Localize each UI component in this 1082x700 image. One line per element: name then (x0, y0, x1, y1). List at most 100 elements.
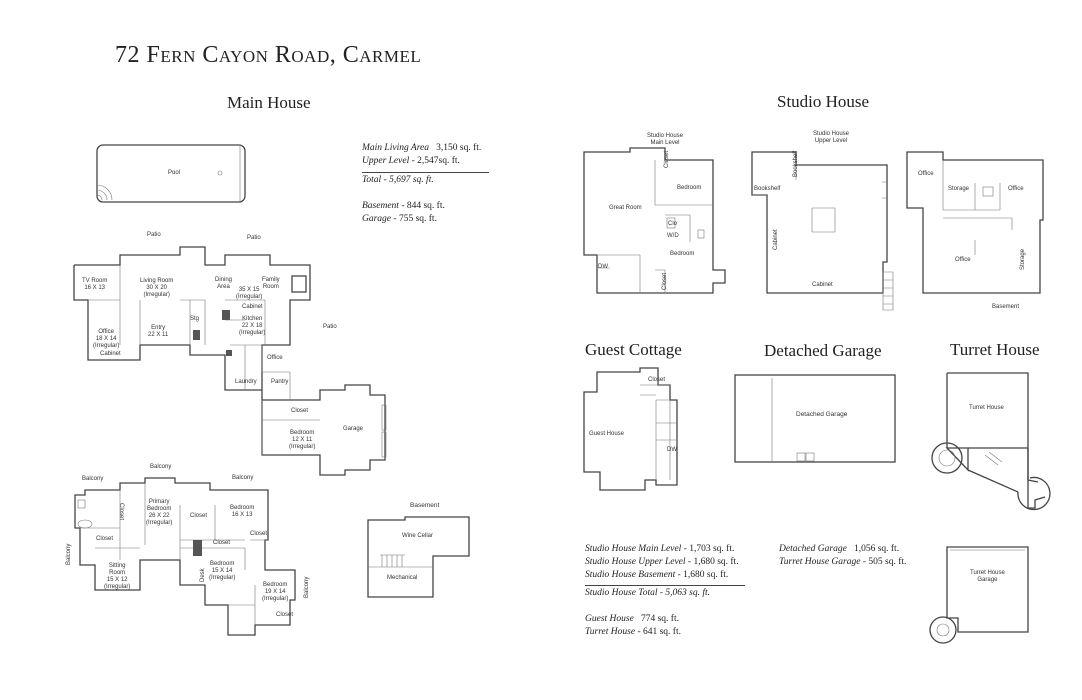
detached-garage-fixture (796, 452, 806, 462)
fireplace (291, 275, 307, 293)
balcony-label: Balcony (150, 464, 172, 470)
basement-title: Basement (410, 502, 440, 509)
studio-upper-stat: Studio House Upper Level - 1,680 sq. ft. (585, 556, 739, 567)
turret-garage-stat: Turret House Garage - 505 sq. ft. (779, 556, 907, 567)
detached-garage-stat: Detached Garage 1,056 sq. ft. (779, 544, 900, 554)
detached-garage-outline (734, 374, 896, 463)
closet-label: Closet (96, 536, 114, 542)
detached-garage-label: Detached Garage (796, 411, 848, 418)
turret-garage-outline (946, 546, 1029, 633)
studio-basement-walls (942, 160, 1013, 255)
main-stats: Main Living Area 3,150 sq. ft. Upper Lev… (362, 142, 481, 168)
balcony-label: Balcony (66, 543, 72, 565)
basement-outline (367, 516, 470, 598)
turret-house-heading: Turret House (950, 340, 1040, 359)
pantry-label: Pantry (271, 379, 289, 385)
pool-label: Pool (168, 170, 181, 176)
studio-basement-stat: Studio House Basement - 1,680 sq. ft. (585, 569, 729, 580)
storage-label: Storage (1020, 248, 1026, 270)
upper-level-stat: Upper Level - 2,547sq. ft. (362, 155, 460, 166)
main-house-heading: Main House (227, 93, 311, 112)
patio-label: Patio (147, 232, 161, 238)
tub (77, 519, 93, 529)
dishwasher-label: DW (598, 264, 608, 270)
closet-label: Closet (250, 531, 268, 537)
mechanical-label: Mechanical (387, 575, 418, 581)
guest-cottage-outline (583, 367, 678, 491)
guest-house-stat: Guest House 774 sq. ft. (585, 614, 679, 624)
stair-marker-2 (222, 310, 230, 320)
studio-stats-divider (585, 585, 745, 586)
turret-garage-stair (929, 616, 957, 644)
page-title: 72 Fern Cayon Road, Carmel (115, 42, 422, 68)
cabinet-label: Cabinet (773, 229, 779, 250)
patio-label: Patio (323, 324, 337, 330)
patio-label: Patio (247, 235, 261, 241)
main-floor-walls (88, 265, 320, 455)
garage-stat: Garage - 755 sq. ft. (362, 213, 437, 224)
closet-label: Closet (213, 540, 231, 546)
office-label: Office (955, 257, 971, 263)
stair-marker-1 (193, 330, 200, 340)
turret-house-label: Turret House (969, 405, 1004, 411)
cabinet-label: Cabinet (812, 282, 833, 288)
turret-stair-core (938, 449, 956, 467)
pool-steps (96, 145, 241, 202)
guest-cottage-walls (640, 384, 677, 480)
office-label: Office (267, 355, 283, 361)
upper-floor-outline (74, 477, 296, 636)
closet-label: Closet (118, 503, 124, 521)
turret-house-outline (945, 372, 1046, 509)
guest-cottage-heading: Guest Cottage (585, 340, 682, 359)
closet-label: Closet (662, 272, 668, 290)
guest-house-label: Guest House (589, 431, 625, 437)
guest-turret-stats: Guest House 774 sq. ft. Turret House - 6… (585, 613, 681, 639)
studio-total-stat: Studio House Total - 5,063 sq. ft. (585, 588, 711, 598)
laundry-label: Laundry (235, 379, 257, 385)
desk-label: Desk (200, 568, 206, 582)
studio-main-fixture-2 (697, 229, 705, 239)
studio-main-fixture (666, 217, 676, 229)
washer-dryer-label: W/D (667, 233, 679, 239)
turret-house-stat: Turret House - 641 sq. ft. (585, 626, 681, 637)
upper-stair-marker (193, 540, 202, 556)
main-living-stat: Main Living Area 3,150 sq. ft. (362, 143, 482, 153)
studio-upper-walls (752, 152, 887, 233)
closet-label: Closet (190, 513, 208, 519)
main-extra-stats: Basement - 844 sq. ft. Garage - 755 sq. … (362, 200, 445, 226)
garage-stats: Detached Garage 1,056 sq. ft. Turret Hou… (779, 543, 906, 569)
bedroom-label: Bedroom (677, 185, 702, 191)
closet-label: Closet (291, 408, 309, 414)
balcony-label: Balcony (232, 475, 254, 481)
studio-main-walls (597, 160, 713, 293)
pool-shape (96, 144, 246, 203)
closet-label: Closet (648, 377, 666, 383)
kitchen-dim-label: 35 X 15(Irregular) (236, 287, 263, 300)
turret-stair-circle (931, 442, 963, 474)
upper-floor-walls (80, 483, 268, 625)
turret-walkway (967, 469, 1051, 511)
stats-divider (362, 172, 489, 173)
studio-upper-outline (751, 151, 888, 294)
garage-door-2 (381, 431, 387, 458)
cabinet-label: Cabinet (100, 351, 121, 357)
closet-label: Clo (668, 221, 678, 227)
bedroom-label: Bedroom (670, 251, 695, 257)
storage-label: Storage (948, 186, 970, 192)
turret-garage-stair-core (936, 623, 950, 637)
pool-drain (217, 170, 223, 176)
detached-garage-heading: Detached Garage (764, 341, 882, 360)
turret-house-outline-2 (946, 373, 1039, 483)
detached-garage-fixture-2 (805, 452, 815, 462)
